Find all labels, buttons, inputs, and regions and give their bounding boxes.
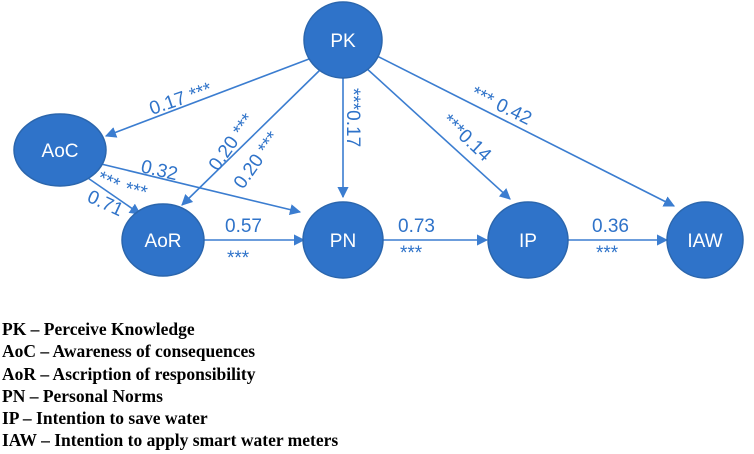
legend-item-pn: PN – Personal Norms (2, 385, 163, 406)
edge-aoc-aor (84, 175, 141, 215)
edge-pk-aor (181, 69, 321, 206)
edge-label-aor-pn-value: 0.57 (225, 216, 262, 237)
path-diagram: 0.17 *** 0.20 *** 0.20 *** ***0.17 ***0.… (13, 1, 744, 279)
node-aor (121, 203, 205, 277)
edge-pk-ip (364, 66, 511, 200)
node-pn (302, 201, 384, 279)
edge-label-pk-ip: ***0.14 (438, 110, 496, 166)
node-ip (487, 201, 569, 279)
edge-label-pk-iaw: *** 0.42 (468, 83, 535, 130)
edge-label-pk-aoc: 0.17 *** (147, 79, 215, 120)
legend-item-pk: PK – Perceive Knowledge (2, 319, 195, 339)
legend: PK – Perceive Knowledge AoC – Awareness … (2, 318, 338, 452)
edge-aoc-pn (96, 162, 302, 216)
node-label-aoc: AoC (42, 141, 79, 162)
edge-label-aor-pn-sig: *** (227, 248, 250, 269)
node-aoc (13, 113, 107, 187)
edge-label-pk-pn: ***0.17 (342, 88, 363, 147)
edge-label-pn-ip-value: 0.73 (398, 216, 435, 237)
legend-item-ip: IP – Intention to save water (2, 408, 208, 429)
edge-label-ip-iaw-value: 0.36 (592, 216, 629, 237)
node-label-pn: PN (330, 231, 356, 252)
node-label-iaw: IAW (687, 231, 722, 252)
edge-label-ip-iaw-sig: *** (596, 243, 619, 264)
node-pk (303, 1, 383, 79)
node-label-aor: AoR (145, 231, 182, 252)
node-label-ip: IP (519, 231, 537, 252)
node-iaw (666, 201, 744, 279)
edge-label-aoc-pn-sig: *** (123, 178, 150, 204)
edge-label-aoc-pn-value: 0.32 (139, 156, 180, 185)
edge-label-pn-ip-sig: *** (400, 243, 423, 264)
edge-label-aoc-aor-value: 0.71 (84, 186, 126, 221)
legend-item-iaw: IAW – Intention to apply smart water met… (2, 430, 339, 451)
edge-pk-aoc (104, 58, 310, 138)
edge-pk-iaw (376, 55, 675, 207)
node-label-pk: PK (330, 31, 356, 52)
legend-item-aor: AoR – Ascription of responsibility (2, 363, 256, 384)
legend-item-aoc: AoC – Awareness of consequences (2, 341, 256, 362)
